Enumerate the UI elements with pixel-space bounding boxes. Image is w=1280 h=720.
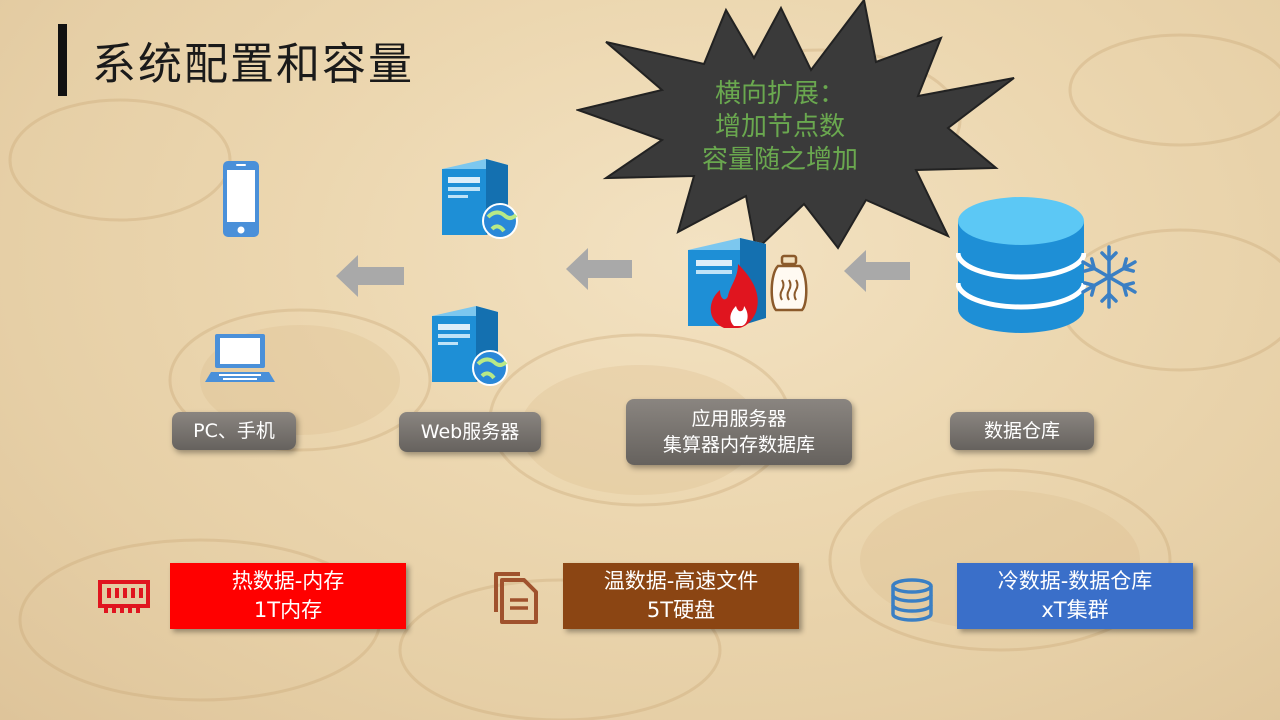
web-server-label: Web服务器 [399, 412, 541, 452]
arrow-left-icon [844, 250, 910, 292]
hot-tier-line2: 1T内存 [253, 598, 323, 622]
web-server-label-text: Web服务器 [420, 421, 520, 443]
hot-data-tier: 热数据-内存 1T内存 [170, 563, 406, 629]
client-label-text: PC、手机 [193, 420, 275, 442]
web-server-icon [442, 159, 518, 239]
callout-line: 横向扩展： [714, 79, 845, 109]
memory-icon [98, 580, 150, 613]
client-label: PC、手机 [172, 412, 296, 450]
app-server-label: 应用服务器 集算器内存数据库 [626, 399, 852, 465]
smartphone-icon [223, 161, 259, 237]
database-icon [891, 578, 933, 622]
hot-tier-line1: 热数据-内存 [231, 569, 345, 593]
snowflake-icon [1081, 245, 1137, 309]
laptop-icon [205, 334, 275, 382]
warehouse-label: 数据仓库 [950, 412, 1094, 450]
title-accent-bar [58, 24, 67, 96]
cold-tier-line1: 冷数据-数据仓库 [997, 569, 1153, 593]
warm-data-tier: 温数据-高速文件 5T硬盘 [563, 563, 799, 629]
scale-out-callout: 横向扩展： 增加节点数 容量随之增加 [660, 78, 900, 177]
callout-line: 增加节点数 [714, 112, 845, 142]
web-server-icon [432, 306, 508, 386]
page-title: 系统配置和容量 [92, 39, 414, 90]
document-icon [494, 572, 538, 624]
arrow-left-icon [336, 255, 404, 297]
warehouse-label-text: 数据仓库 [983, 420, 1060, 442]
explosion-callout-shape [576, 0, 1015, 250]
app-server-icon [688, 238, 766, 328]
cold-tier-line2: xT集群 [1041, 598, 1109, 622]
app-server-label-line1: 应用服务器 [691, 408, 787, 430]
data-warehouse-icon [956, 197, 1086, 333]
warm-bag-icon [770, 254, 808, 312]
warm-tier-line1: 温数据-高速文件 [603, 569, 759, 593]
arrow-left-icon [566, 248, 632, 290]
app-server-label-line2: 集算器内存数据库 [662, 434, 815, 456]
cold-data-tier: 冷数据-数据仓库 xT集群 [957, 563, 1193, 629]
callout-line: 容量随之增加 [701, 145, 858, 175]
warm-tier-line2: 5T硬盘 [646, 598, 716, 622]
